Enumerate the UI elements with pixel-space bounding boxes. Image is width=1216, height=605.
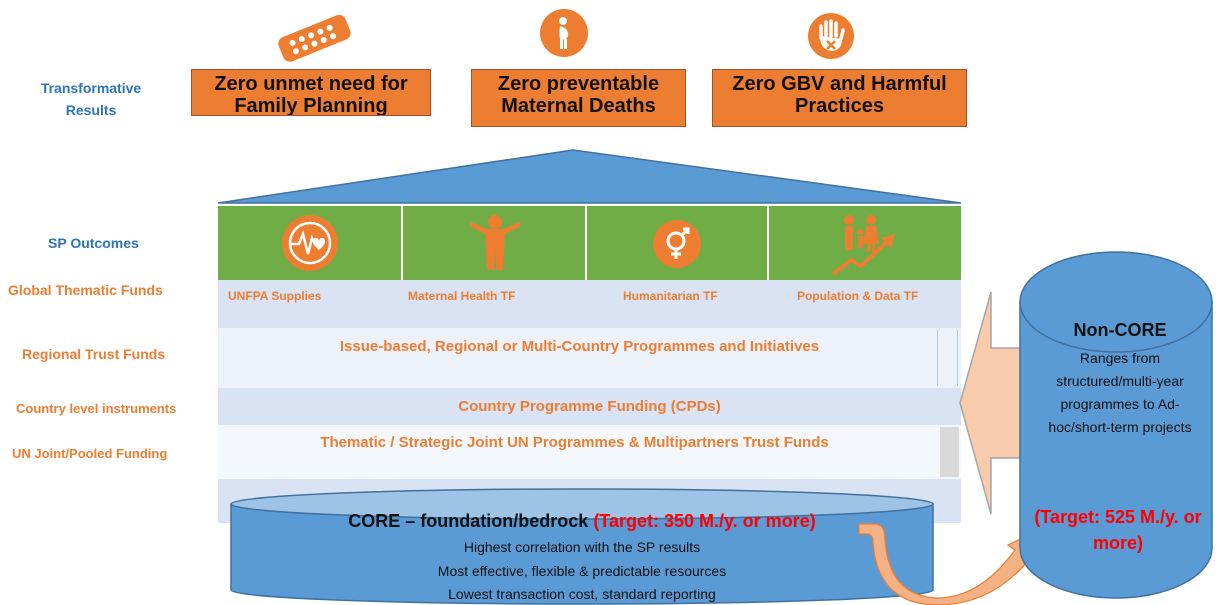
global-thematic-funds-band: UNFPA Supplies Maternal Health TF Humani… bbox=[218, 280, 961, 328]
non-core-target: (Target: 525 M./y. or more) bbox=[1034, 507, 1202, 553]
outcome-cell-3 bbox=[587, 206, 769, 280]
core-line-3: Lowest transaction cost, standard report… bbox=[448, 586, 716, 602]
fund-unfpa-supplies: UNFPA Supplies bbox=[228, 289, 322, 303]
country-band-text: Country Programme Funding (CPDs) bbox=[458, 398, 721, 415]
fund-population-data-tf: Population & Data TF bbox=[797, 289, 919, 303]
youth-figure-icon bbox=[463, 212, 527, 279]
core-title-row: CORE – foundation/bedrock (Target: 350 M… bbox=[232, 511, 932, 532]
result-zero-maternal-deaths: Zero preventable Maternal Deaths bbox=[471, 69, 686, 127]
label-transformative-results: Transformative Results bbox=[40, 80, 142, 118]
core-title: CORE – foundation/bedrock bbox=[348, 511, 589, 531]
regional-band: Issue-based, Regional or Multi-Country P… bbox=[218, 328, 961, 388]
un-joint-band: Thematic / Strategic Joint UN Programmes… bbox=[218, 425, 961, 479]
big-left-arrow bbox=[959, 291, 1027, 515]
pregnant-woman-icon bbox=[539, 8, 589, 58]
country-band: Country Programme Funding (CPDs) bbox=[218, 388, 961, 425]
gender-symbol-icon bbox=[652, 219, 702, 274]
label-global-thematic-funds: Global Thematic Funds bbox=[8, 282, 163, 298]
heart-pulse-icon bbox=[281, 214, 339, 277]
fund-maternal-health-tf: Maternal Health TF bbox=[408, 289, 516, 303]
pill-pack-icon bbox=[270, 12, 360, 62]
core-target: (Target: 350 M./y. or more) bbox=[593, 511, 816, 531]
hand-stop-icon bbox=[806, 12, 856, 60]
non-core-cylinder bbox=[1019, 251, 1213, 599]
result-zero-gbv: Zero GBV and Harmful Practices bbox=[712, 69, 967, 127]
outcome-cell-2 bbox=[403, 206, 587, 280]
regional-band-text: Issue-based, Regional or Multi-Country P… bbox=[339, 338, 820, 355]
core-cylinder bbox=[230, 488, 934, 605]
non-core-title: Non-CORE bbox=[1073, 320, 1167, 340]
label-un-joint-pooled-funding: UN Joint/Pooled Funding bbox=[12, 446, 168, 461]
fund-humanitarian-tf: Humanitarian TF bbox=[623, 289, 718, 303]
population-growth-icon bbox=[829, 212, 901, 283]
core-line-1: Highest correlation with the SP results bbox=[463, 539, 701, 555]
core-line-2: Most effective, flexible & predictable r… bbox=[437, 563, 727, 579]
sp-outcomes-band bbox=[218, 206, 961, 280]
label-regional-trust-funds: Regional Trust Funds bbox=[22, 346, 166, 362]
un-joint-band-text: Thematic / Strategic Joint UN Programmes… bbox=[320, 434, 829, 451]
outcome-cell-1 bbox=[218, 206, 403, 280]
label-sp-outcomes: SP Outcomes bbox=[48, 235, 139, 251]
roof-triangle bbox=[217, 149, 962, 204]
outcome-cell-4 bbox=[769, 206, 961, 280]
non-core-description: Ranges from structured/multi-year progra… bbox=[1048, 350, 1192, 435]
result-zero-unmet-need: Zero unmet need for Family Planning bbox=[191, 69, 431, 116]
label-country-level-instruments: Country level instruments bbox=[16, 401, 177, 416]
